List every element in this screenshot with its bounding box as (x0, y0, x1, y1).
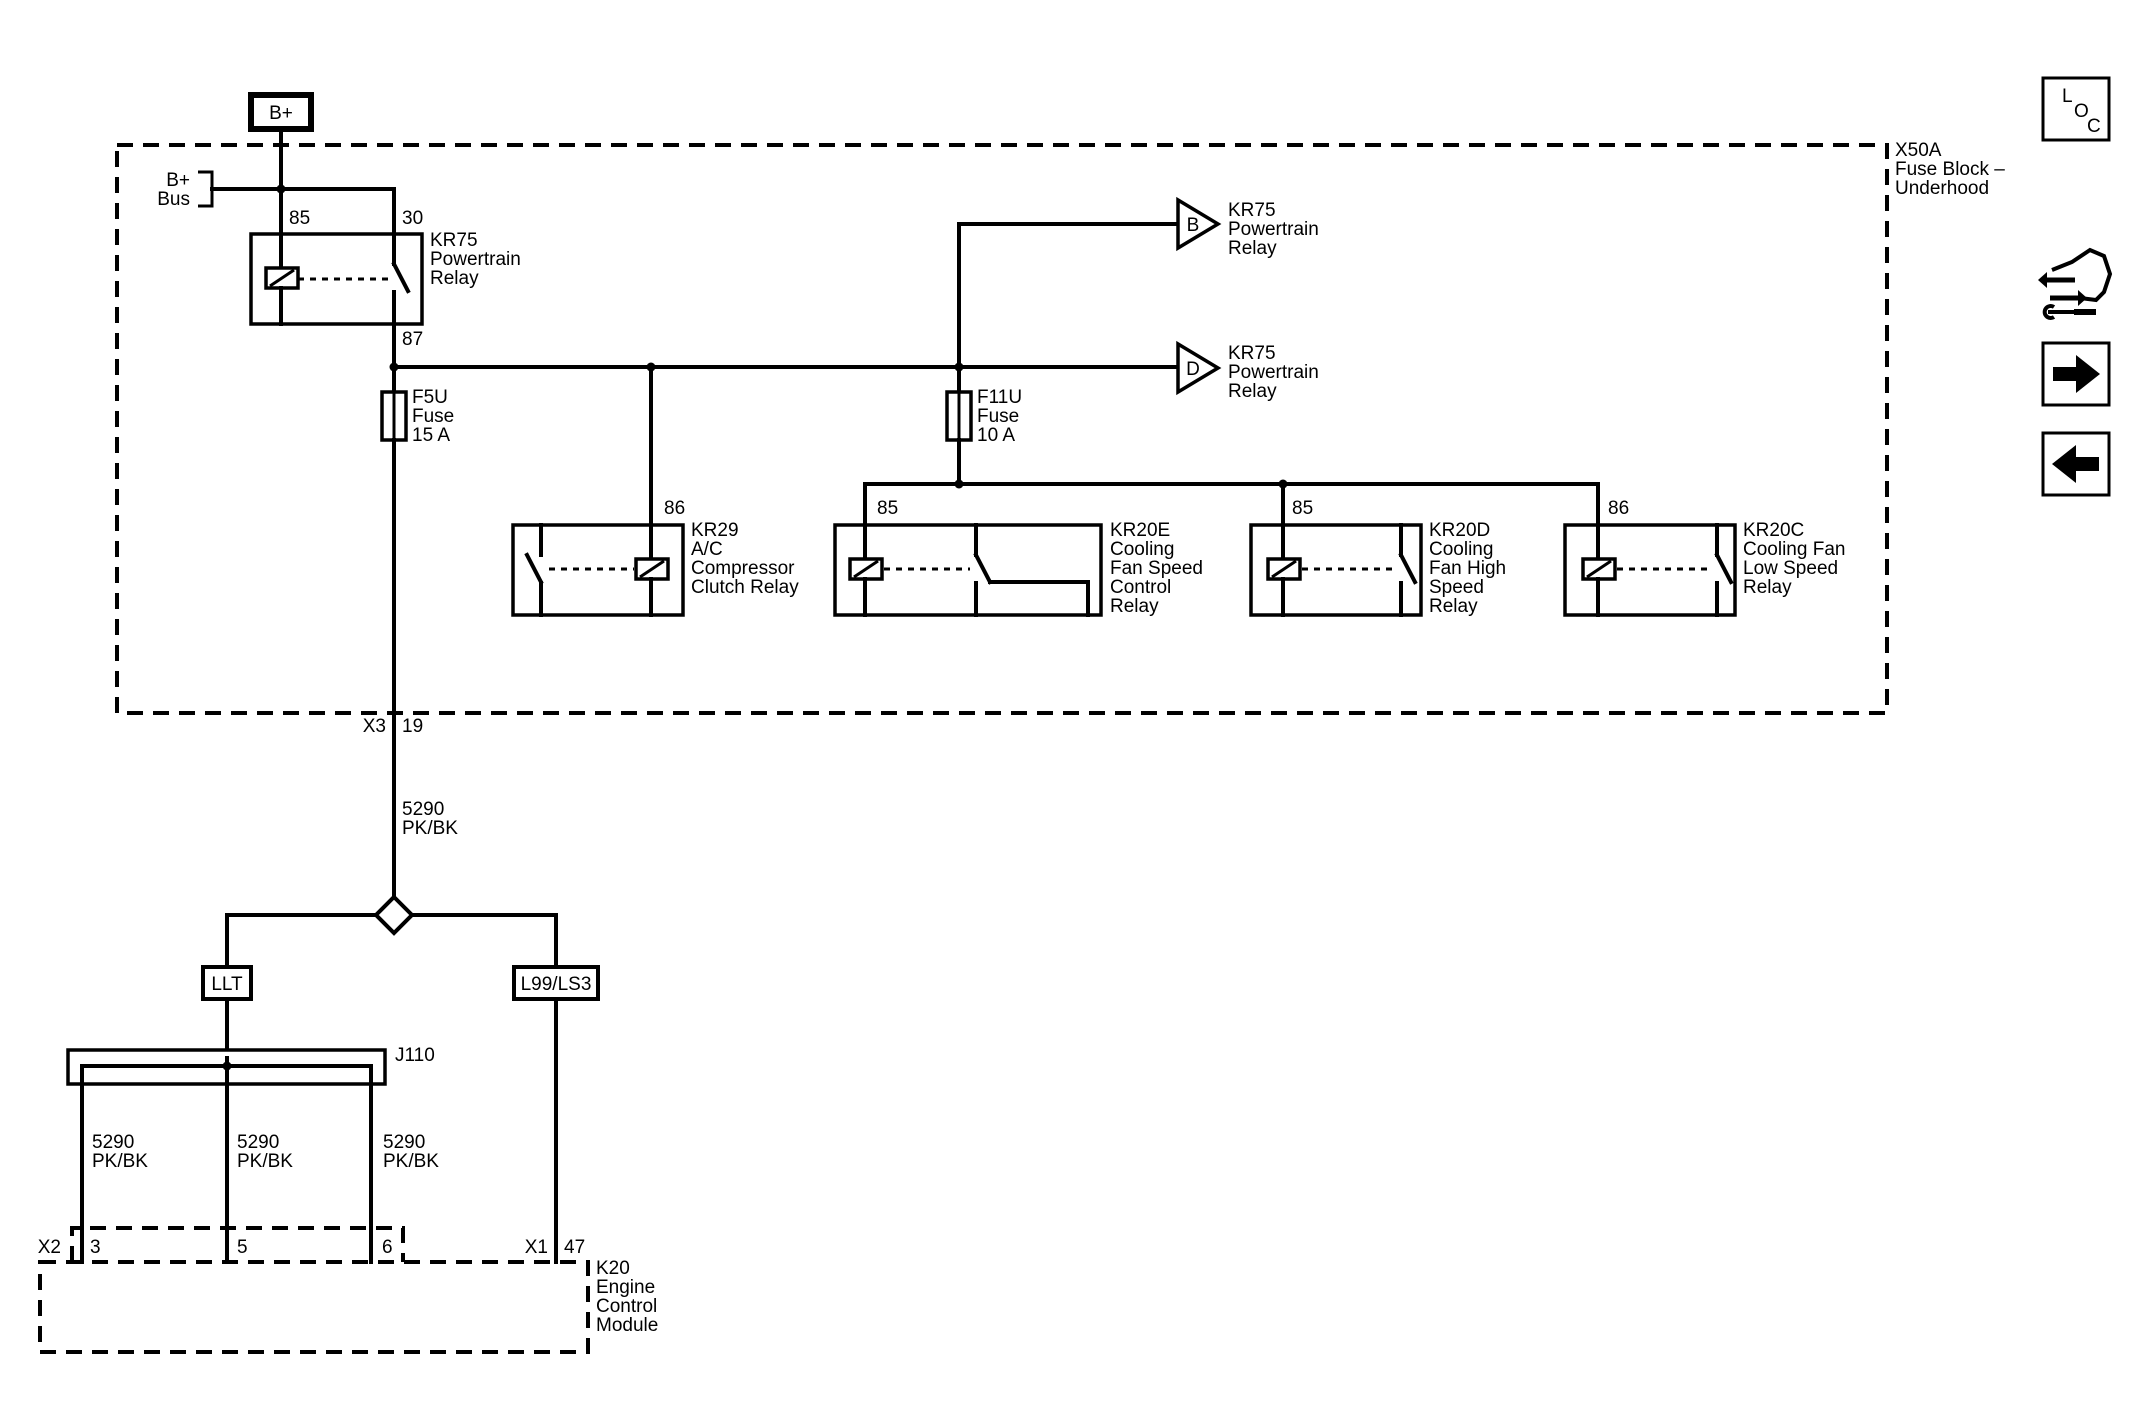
kr20e-label-2: Cooling (1110, 539, 1174, 560)
kr29-label-2: A/C (691, 539, 723, 560)
fuse-f5u: F5U Fuse 15 A (380, 365, 454, 446)
kr29-label-1: KR29 (691, 520, 739, 541)
kr29-pin-86: 86 (664, 498, 685, 519)
j110-wire-1-circuit: 5290 (92, 1132, 134, 1153)
splice-j110: J110 (66, 1045, 435, 1264)
b-plus-bus: B+ Bus (157, 170, 396, 236)
wire-main-circuit: 5290 (402, 799, 444, 820)
kr20e-label-5: Relay (1110, 596, 1159, 617)
j110-wire-3-circuit: 5290 (383, 1132, 425, 1153)
kr20d-label-1: KR20D (1429, 520, 1490, 541)
ecm-pin-47: 47 (564, 1237, 585, 1258)
option-l99-ls3: L99/LS3 (512, 965, 600, 1001)
f5u-type: Fuse (412, 406, 454, 427)
offpage-b-letter: B (1187, 215, 1200, 236)
f11u-type: Fuse (977, 406, 1019, 427)
offpage-connector-b: B KR75 Powertrain Relay (1176, 196, 1319, 259)
option-llt-label: LLT (211, 974, 243, 995)
kr20e-pin-85: 85 (877, 498, 898, 519)
kr75-pin-87: 87 (402, 329, 423, 350)
fuse-block-label-2: Fuse Block – (1895, 159, 2005, 180)
fuse-block-enclosure (115, 143, 1889, 715)
b-plus-label: B+ (269, 103, 293, 124)
relay-kr20c: 86 KR20C Cooling Fan Low Speed Relay (1563, 498, 1845, 617)
kr20d-label-2: Cooling (1429, 539, 1493, 560)
location-button[interactable]: L O C (2041, 76, 2111, 142)
offpage-connector-d: D KR75 Powertrain Relay (1176, 340, 1319, 402)
arrow-right-icon (2053, 355, 2100, 393)
kr75-label-3: Relay (430, 268, 479, 289)
j110-wire-2-color: PK/BK (237, 1151, 293, 1172)
loc-letter-o: O (2074, 101, 2089, 122)
ecm-label-2: Engine (596, 1277, 655, 1298)
kr20c-label-1: KR20C (1743, 520, 1804, 541)
kr29-label-3: Compressor (691, 558, 795, 579)
kr20c-label-4: Relay (1743, 577, 1792, 598)
f5u-name: F5U (412, 387, 448, 408)
offpage-d-label-1: KR75 (1228, 343, 1276, 364)
ecm-k20: X2 3 5 6 X1 47 K20 Engine Control Module (38, 1226, 658, 1354)
loc-letter-l: L (2062, 86, 2073, 107)
f11u-name: F11U (977, 387, 1022, 408)
kr20c-pin-86: 86 (1608, 498, 1629, 519)
f11u-rating: 10 A (977, 425, 1015, 446)
b-plus-source: B+ (248, 92, 314, 132)
kr20d-label-4: Speed (1429, 577, 1484, 598)
previous-page-button[interactable] (2041, 431, 2111, 497)
loc-letter-c: C (2087, 116, 2101, 137)
fuse-block-label-1: X50A (1895, 140, 1942, 161)
kr20c-label-2: Cooling Fan (1743, 539, 1845, 560)
kr75-pin-30: 30 (402, 208, 423, 229)
ecm-conn-x2: X2 (38, 1237, 61, 1258)
connector-x3-pin: 19 (402, 716, 423, 737)
kr20e-label-1: KR20E (1110, 520, 1170, 541)
kr20c-label-3: Low Speed (1743, 558, 1838, 579)
relay-kr20d: 85 KR20D Cooling Fan High Speed Relay (1249, 498, 1506, 617)
next-page-button[interactable] (2041, 341, 2111, 407)
option-split (225, 894, 558, 969)
vehicle-tools-button[interactable] (2038, 247, 2113, 320)
offpage-d-letter: D (1186, 359, 1200, 380)
connector-x3-label: X3 (363, 716, 386, 737)
kr20d-label-3: Fan High (1429, 558, 1506, 579)
offpage-b-label-2: Powertrain (1228, 219, 1319, 240)
offpage-b-label-3: Relay (1228, 238, 1277, 259)
relay-kr20e: 85 KR20E Cooling Fan Speed Control Relay (833, 498, 1203, 617)
relay-kr29: 86 KR29 A/C Compressor Clutch Relay (511, 498, 799, 617)
kr20d-label-5: Relay (1429, 596, 1478, 617)
b-plus-bus-label-1: B+ (166, 170, 190, 191)
kr75-label-2: Powertrain (430, 249, 521, 270)
vehicle-tools-icon (2038, 247, 2113, 320)
option-llt: LLT (201, 965, 253, 1001)
kr20e-label-4: Control (1110, 577, 1171, 598)
fuse-block-label-3: Underhood (1895, 178, 1989, 199)
kr20e-label-3: Fan Speed (1110, 558, 1203, 579)
ecm-pin-5: 5 (237, 1237, 248, 1258)
kr20d-pin-85: 85 (1292, 498, 1313, 519)
wire-main-color: PK/BK (402, 818, 458, 839)
ecm-label-1: K20 (596, 1258, 630, 1279)
j110-wire-2-circuit: 5290 (237, 1132, 279, 1153)
j110-wire-3-color: PK/BK (383, 1151, 439, 1172)
kr75-pin-85: 85 (289, 208, 310, 229)
b-plus-bus-label-2: Bus (157, 189, 190, 210)
kr29-label-4: Clutch Relay (691, 577, 799, 598)
splice-j110-label: J110 (395, 1045, 435, 1066)
ecm-conn-x1: X1 (525, 1237, 548, 1258)
kr75-label-1: KR75 (430, 230, 478, 251)
fuse-f11u: F11U Fuse 10 A (945, 365, 1022, 446)
offpage-b-label-1: KR75 (1228, 200, 1276, 221)
option-l99-label: L99/LS3 (521, 974, 592, 995)
arrow-left-icon (2052, 445, 2099, 483)
offpage-d-label-2: Powertrain (1228, 362, 1319, 383)
relay-kr75: 85 30 KR75 Powertrain Relay 87 (249, 208, 521, 350)
ecm-pin-6: 6 (382, 1237, 393, 1258)
ecm-label-4: Module (596, 1315, 658, 1336)
offpage-d-label-3: Relay (1228, 381, 1277, 402)
f5u-rating: 15 A (412, 425, 450, 446)
j110-wire-1-color: PK/BK (92, 1151, 148, 1172)
ecm-label-3: Control (596, 1296, 657, 1317)
ecm-pin-3: 3 (90, 1237, 101, 1258)
